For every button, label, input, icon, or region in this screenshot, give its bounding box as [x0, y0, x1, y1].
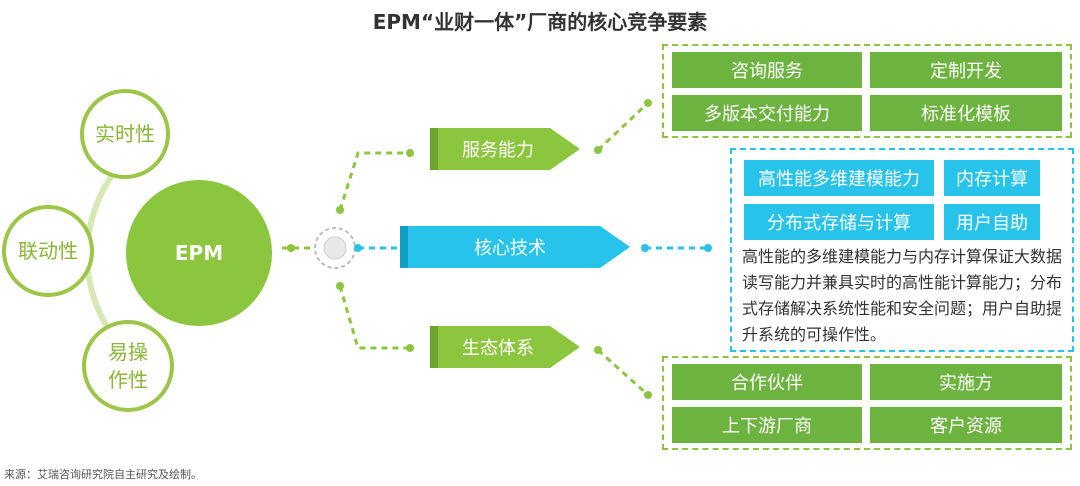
epm-label: EPM [174, 241, 224, 265]
tech-items-group: 高性能多维建模能力 内存计算 分布式存储与计算 用户自助 高性能的多维建模能力与… [730, 148, 1074, 352]
hub-core [323, 236, 347, 260]
tech-item: 用户自助 [944, 204, 1040, 240]
service-item: 咨询服务 [672, 52, 862, 88]
attribute-linkage: 联动性 [2, 205, 94, 297]
service-capability-label: 服务能力 [462, 140, 534, 161]
tech-item: 高性能多维建模能力 [744, 160, 934, 196]
ecosystem-item: 客户资源 [870, 407, 1062, 443]
epm-circle: EPM [126, 180, 272, 326]
service-items-group: 咨询服务 定制开发 多版本交付能力 标准化模板 [662, 44, 1072, 138]
attribute-usability: 易操 作性 [82, 320, 174, 412]
ecosystem-item: 上下游厂商 [672, 407, 862, 443]
tech-description: 高性能的多维建模能力与内存计算保证大数据读写能力并兼具实时的高性能计算能力；分布… [742, 247, 1063, 344]
attribute-realtime-label: 实时性 [95, 122, 155, 146]
ecosystem-items-group: 合作伙伴 实施方 上下游厂商 客户资源 [662, 356, 1072, 450]
service-item: 定制开发 [870, 52, 1062, 88]
attribute-linkage-label: 联动性 [18, 239, 78, 263]
service-item: 多版本交付能力 [672, 95, 862, 131]
attribute-realtime: 实时性 [80, 89, 170, 179]
tech-item: 分布式存储与计算 [744, 204, 934, 240]
core-tech-label: 核心技术 [474, 238, 546, 259]
ecosystem-arrow: 生态体系 [430, 326, 580, 368]
tech-item: 内存计算 [944, 160, 1040, 196]
diagram-title: EPM“业财一体”厂商的核心竞争要素 [372, 10, 708, 34]
source-note: 来源：艾瑞咨询研究院自主研究及绘制。 [4, 468, 202, 481]
service-capability-arrow: 服务能力 [430, 128, 580, 170]
core-tech-arrow: 核心技术 [400, 226, 630, 268]
attribute-usability-label: 易操 作性 [108, 340, 148, 392]
ecosystem-label: 生态体系 [462, 338, 534, 359]
ecosystem-item: 合作伙伴 [672, 364, 862, 400]
service-item: 标准化模板 [870, 95, 1062, 131]
ecosystem-item: 实施方 [870, 364, 1062, 400]
